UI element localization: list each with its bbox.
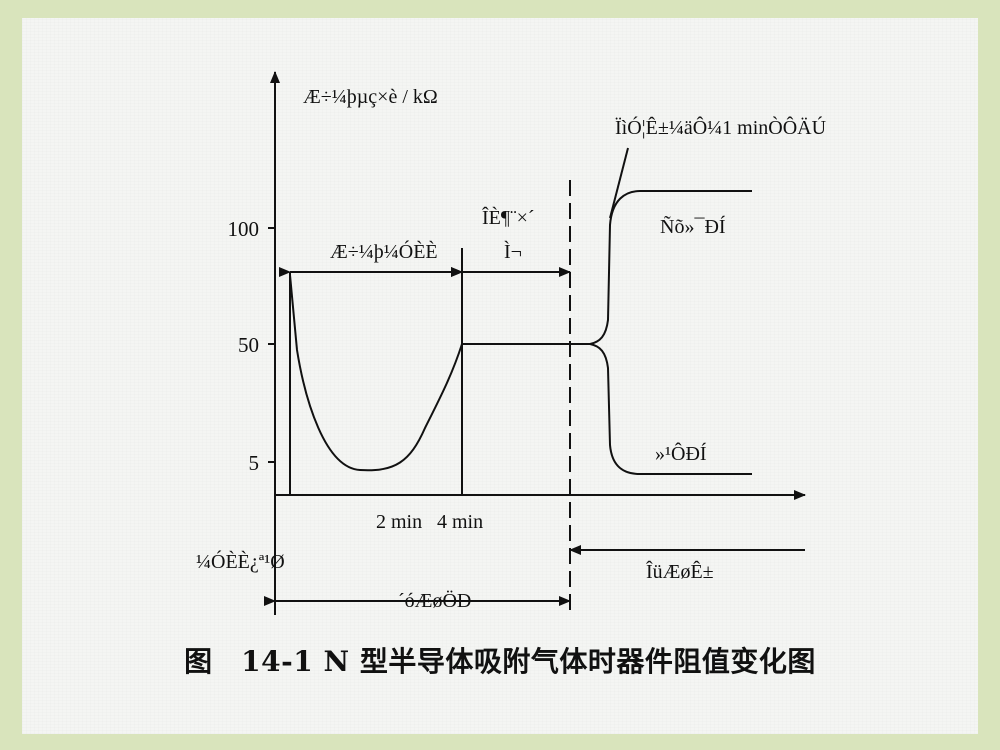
resistance-curve-oxidizing [589, 190, 752, 345]
resistance-curve-heating [289, 274, 463, 472]
slide-background [22, 18, 978, 734]
x-tick-2min: 2 min [376, 511, 422, 533]
label-stable-1: ÎÈ¶¨×´ [482, 206, 535, 229]
figure-caption: 图 14-1 N 型半导体吸附气体时器件阻值变化图 [184, 645, 816, 678]
y-tick-50: 50 [238, 333, 259, 357]
y-axis-label: Æ÷¼þµç×è / kΩ [303, 86, 438, 108]
x-tick-4min: 4 min [437, 511, 483, 533]
label-reducing: »¹ÔÐÍ [655, 441, 707, 465]
label-heating: Æ÷¼þ¼ÓÈÈ [330, 239, 438, 263]
y-tick-5: 5 [249, 451, 260, 475]
resistance-curve-reducing [589, 343, 752, 475]
label-stable-2: Ì¬ [504, 240, 522, 263]
label-in-gas: ÎüÆøÊ± [646, 560, 714, 583]
response-time-pointer [609, 147, 629, 219]
label-heater-switch: ¼ÓÈÈ¿ª¹Ø [196, 549, 285, 573]
y-tick-100: 100 [228, 217, 260, 241]
label-in-air: ´óÆøÖÐ [398, 589, 471, 612]
label-response-time: ÏìÓ¦Ê±¼äÔ¼1 minÒÔÄÚ [615, 115, 827, 139]
label-oxidizing: Ñõ»¯ÐÍ [660, 214, 726, 238]
